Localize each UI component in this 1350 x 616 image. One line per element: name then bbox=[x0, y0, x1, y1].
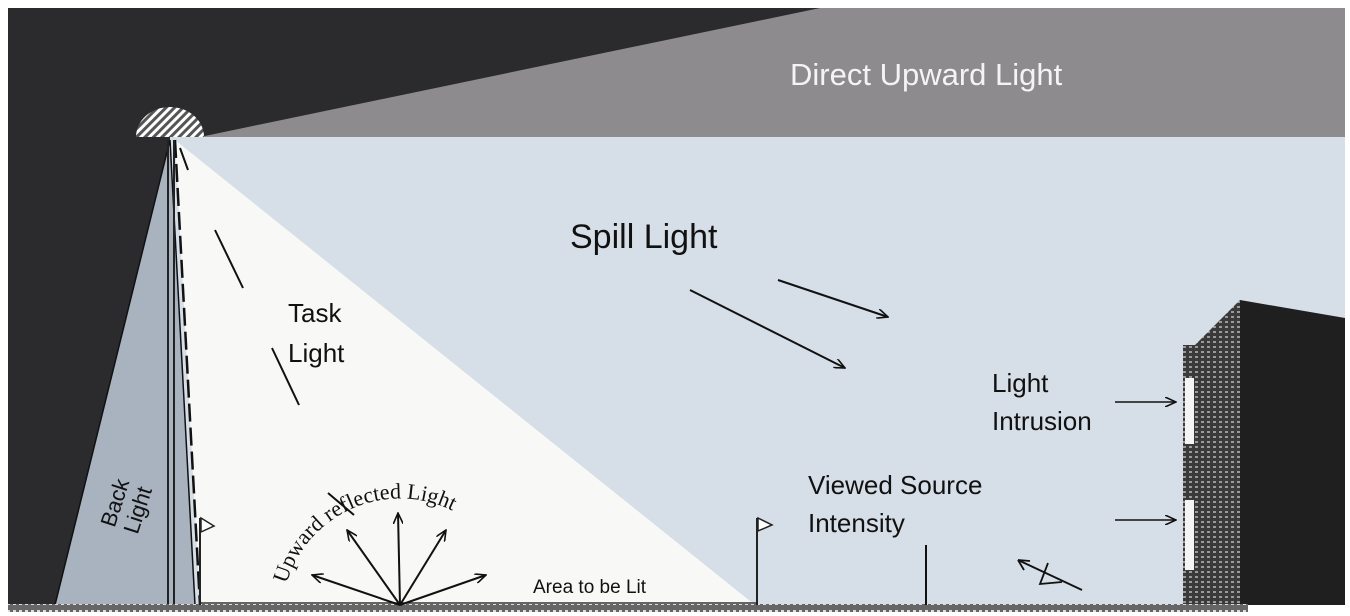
window bbox=[1185, 500, 1194, 570]
task-light-ray bbox=[271, 347, 300, 406]
reflected-light-separator bbox=[327, 492, 355, 516]
building-dark-side bbox=[1240, 300, 1345, 605]
direct-upward-light-label: Direct Upward Light bbox=[790, 57, 1063, 92]
reflected-light-arrows bbox=[312, 513, 486, 606]
eye-icon bbox=[1017, 559, 1083, 591]
viewed-source-label-1: Viewed Source bbox=[808, 470, 982, 500]
area-to-be-lit-label: Area to be Lit bbox=[533, 577, 647, 598]
spill-light-label: Spill Light bbox=[570, 218, 718, 256]
flag-marker-icon bbox=[756, 516, 774, 605]
light-intrusion-label-1: Light bbox=[992, 368, 1049, 398]
task-light-ray bbox=[179, 147, 189, 171]
flag-marker-icon bbox=[199, 516, 216, 605]
building-facade bbox=[1183, 300, 1240, 605]
spill-arrow bbox=[777, 279, 888, 317]
task-light-label-1: Task bbox=[288, 298, 342, 328]
direct-upward-light-region bbox=[200, 8, 1345, 137]
luminaire-icon bbox=[136, 107, 204, 137]
spill-arrow bbox=[689, 289, 845, 369]
task-light-ray bbox=[214, 229, 244, 289]
ground bbox=[8, 604, 1248, 612]
task-light-edge-dashed bbox=[173, 139, 202, 606]
task-light-cone bbox=[175, 140, 755, 605]
light-intrusion-label-2: Intrusion bbox=[992, 406, 1092, 436]
viewed-source-label-2: Intensity bbox=[808, 508, 905, 538]
window bbox=[1185, 378, 1194, 444]
task-light-label-2: Light bbox=[288, 338, 345, 368]
